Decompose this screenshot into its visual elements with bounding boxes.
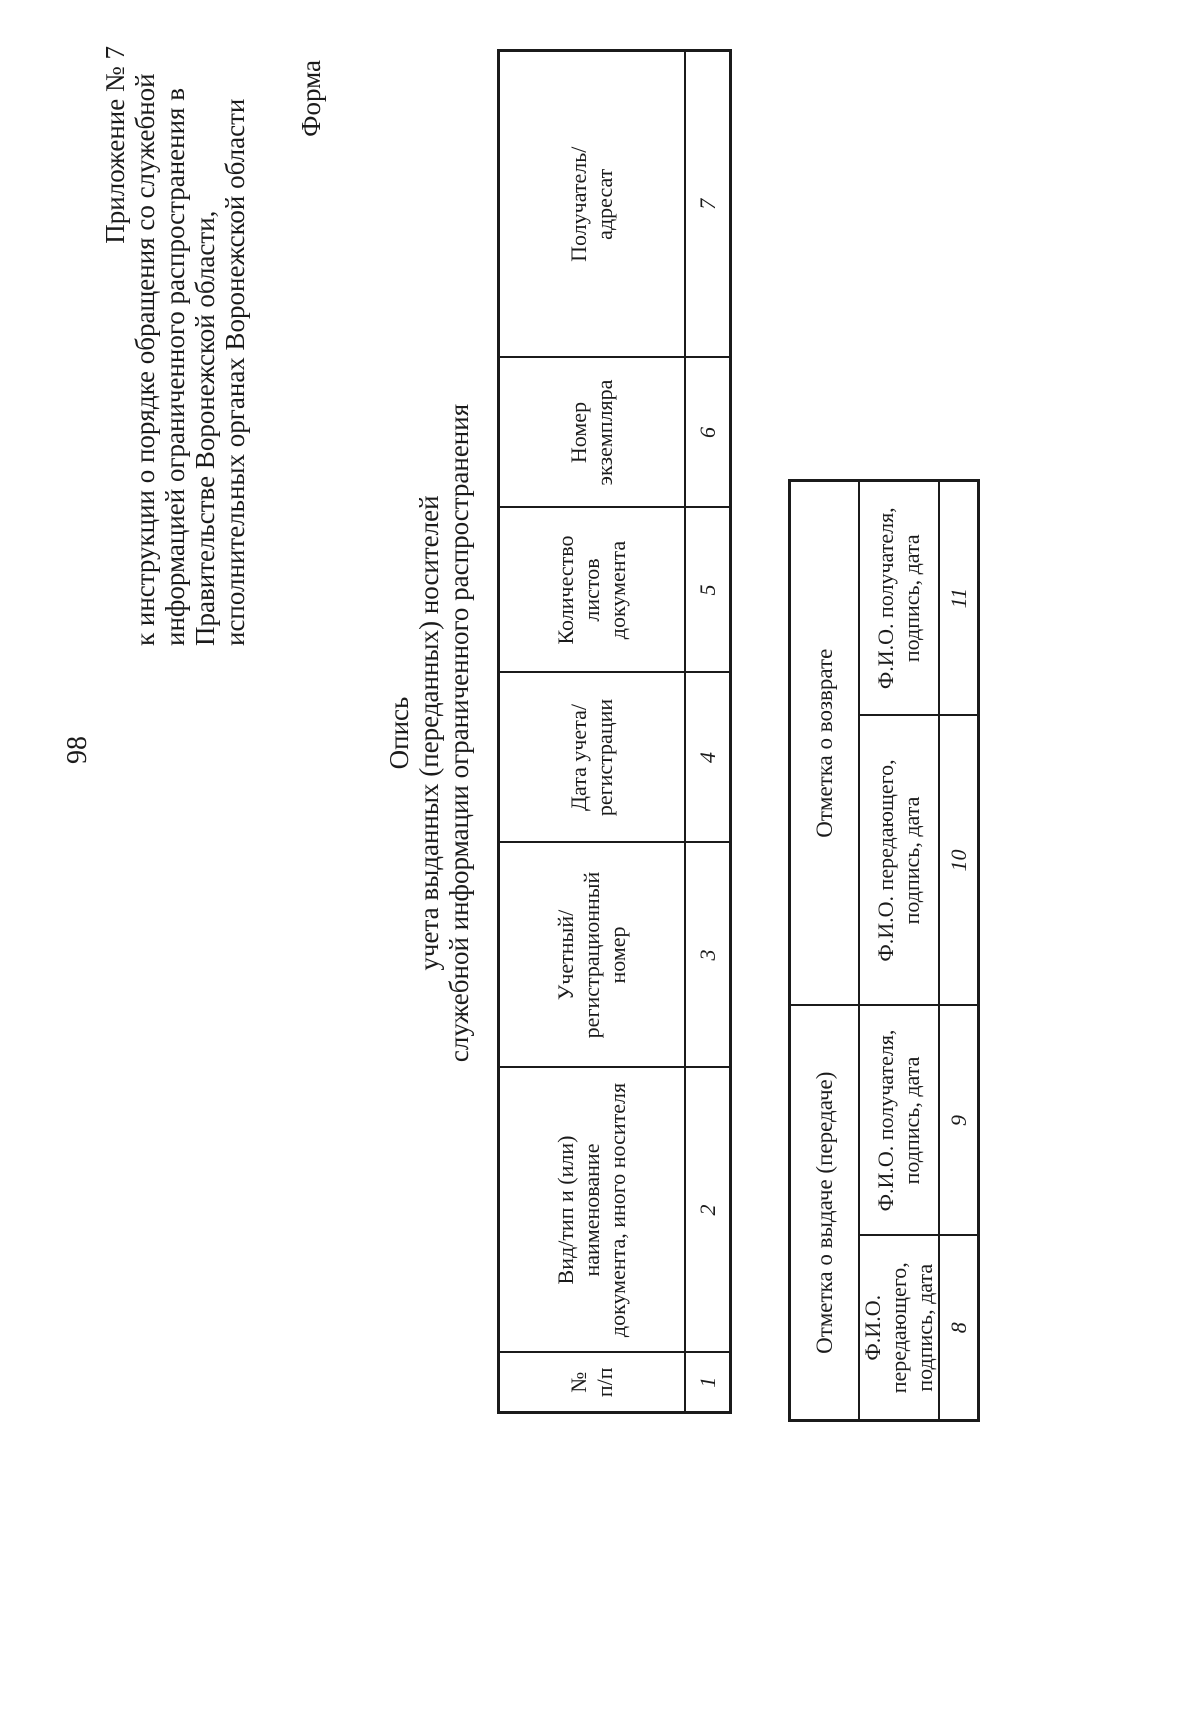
col-number: 4: [685, 672, 731, 843]
col-header-sheet-count: Количество листов документа: [498, 507, 685, 673]
inventory-table: № п/п Вид/тип и (или) наименование докум…: [497, 49, 732, 1414]
inventory-table-numbers-row: 1 2 3 4 5 6 7: [685, 50, 731, 1413]
col-header-recipient: Получатель/ адресат: [498, 50, 685, 358]
form-label: Форма: [296, 60, 326, 137]
document-title-line: служебной информации ограниченного распр…: [444, 403, 474, 1063]
col-number: 11: [939, 480, 979, 716]
marks-table-numbers-row: 8 9 10 11: [939, 480, 979, 1421]
appendix-header: Приложение № 7 к инструкции о порядке об…: [100, 46, 250, 646]
col-number: 9: [939, 1005, 979, 1236]
appendix-header-line: Правительстве Воронежской области,: [190, 210, 220, 646]
col-header-returner-name: Ф.И.О. передающего, подпись, дата: [859, 715, 939, 1006]
appendix-header-line: информацией ограниченного распространени…: [160, 88, 190, 646]
col-number: 8: [939, 1235, 979, 1421]
appendix-header-line: к инструкции о порядке обращения со служ…: [130, 73, 160, 646]
marks-table-header-row: Ф.И.О. передающего, подпись, дата Ф.И.О.…: [859, 480, 939, 1421]
document-title-line: учета выданных (переданных) носителей: [414, 495, 444, 971]
col-number: 2: [685, 1067, 731, 1353]
group-header-return-mark: Отметка о возврате: [789, 480, 859, 1006]
col-header-issuer-name: Ф.И.О. передающего, подпись, дата: [859, 1235, 939, 1421]
inventory-table-header-row: № п/п Вид/тип и (или) наименование докум…: [498, 50, 685, 1413]
col-number: 3: [685, 842, 731, 1068]
marks-table-group-row: Отметка о выдаче (передаче) Отметка о во…: [789, 480, 859, 1421]
col-number: 7: [685, 50, 731, 358]
col-number: 1: [685, 1352, 731, 1413]
col-header-registration-date: Дата учета/ регистрации: [498, 672, 685, 843]
col-header-registration-number: Учетный/ регистрационный номер: [498, 842, 685, 1068]
document-title-line: Опись: [384, 696, 414, 770]
col-header-receiver-name: Ф.И.О. получателя, подпись, дата: [859, 1005, 939, 1236]
col-header-document-type: Вид/тип и (или) наименование документа, …: [498, 1067, 685, 1353]
marks-table: Отметка о выдаче (передаче) Отметка о во…: [788, 478, 980, 1422]
col-header-return-receiver-name: Ф.И.О. получателя, подпись, дата: [859, 480, 939, 716]
group-header-issue-mark: Отметка о выдаче (передаче): [789, 1005, 859, 1421]
appendix-header-line: исполнительных органах Воронежской облас…: [220, 98, 250, 646]
col-number: 6: [685, 357, 731, 508]
page-number: 98: [62, 736, 93, 764]
document-title: Опись учета выданных (переданных) носите…: [384, 52, 474, 1414]
col-number: 10: [939, 715, 979, 1006]
col-header-copy-number: Номер экземпляра: [498, 357, 685, 508]
appendix-header-line: Приложение № 7: [100, 46, 130, 244]
col-header-row-number: № п/п: [498, 1352, 685, 1413]
col-number: 5: [685, 507, 731, 673]
